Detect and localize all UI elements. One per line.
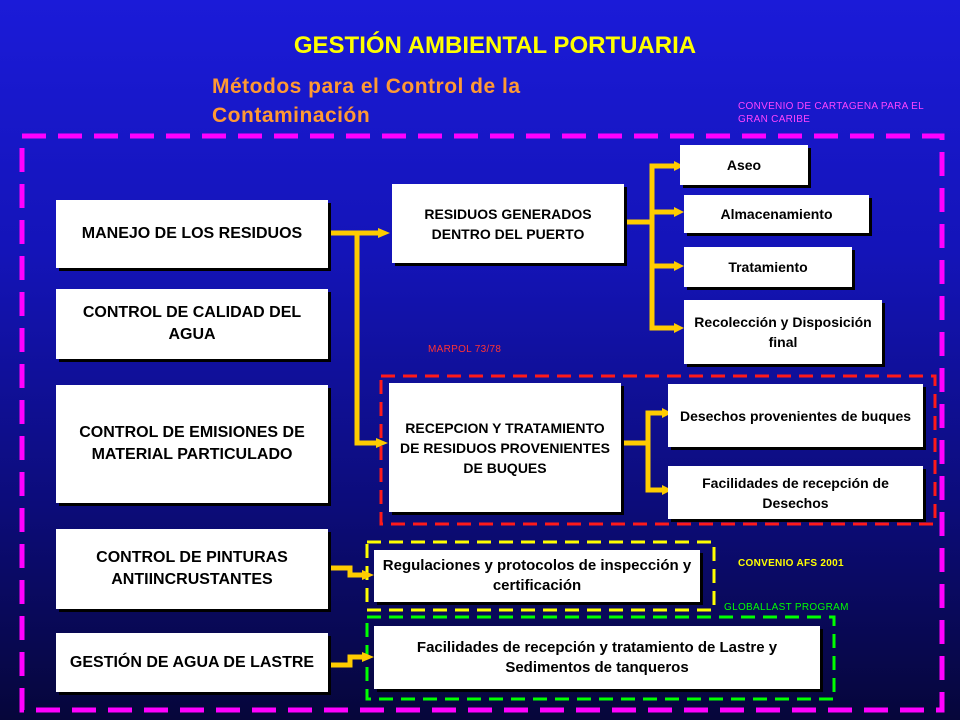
page-title: GESTIÓN AMBIENTAL PORTUARIA: [293, 32, 697, 59]
method-calidad-agua: CONTROL DE CALIDAD DEL AGUA: [56, 289, 328, 359]
group-regulaciones: Regulaciones y protocolos de inspección …: [374, 550, 700, 602]
group-recepcion-buques: RECEPCION Y TRATAMIENTO DE RESIDUOS PROV…: [389, 383, 621, 512]
note-afs: CONVENIO AFS 2001: [738, 558, 844, 569]
group-residuos-puerto: RESIDUOS GENERADOS DENTRO DEL PUERTO: [392, 184, 624, 263]
page-subtitle: Métodos para el Control de la Contaminac…: [212, 75, 521, 127]
note-marpol: MARPOL 73/78: [428, 344, 502, 355]
connector-arrowheads: [362, 161, 684, 662]
action-aseo: Aseo: [680, 145, 808, 185]
method-emisiones-particulado: CONTROL DE EMISIONES DE MATERIAL PARTICU…: [56, 385, 328, 503]
method-agua-lastre: GESTIÓN DE AGUA DE LASTRE: [56, 633, 328, 692]
method-manejo-residuos: MANEJO DE LOS RESIDUOS: [56, 200, 328, 268]
action-facilidades-recepcion: Facilidades de recepción de Desechos: [668, 466, 923, 519]
action-desechos-buques: Desechos provenientes de buques: [668, 384, 923, 447]
method-pinturas-antiincrustantes: CONTROL DE PINTURAS ANTIINCRUSTANTES: [56, 529, 328, 609]
action-almacenamiento: Almacenamiento: [684, 195, 869, 233]
connector-lines: [328, 163, 676, 668]
action-tratamiento: Tratamiento: [684, 247, 852, 287]
note-globallast: GLOBALLAST PROGRAM: [724, 602, 849, 613]
outer-dashed-frame: [19, 133, 945, 713]
note-cartagena: CONVENIO DE CARTAGENA PARA EL GRAN CARIB…: [738, 101, 924, 125]
action-recoleccion: Recolección y Disposición final: [684, 300, 882, 364]
marpol-dashed-frame: [379, 374, 937, 526]
group-facilidades-lastre: Facilidades de recepción y tratamiento d…: [374, 626, 820, 689]
